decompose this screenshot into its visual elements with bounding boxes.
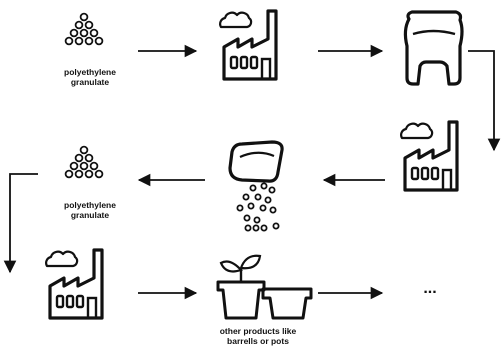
shredder-icon [228,140,284,232]
arrow-down-right [468,50,501,152]
plant-pot-icon [216,254,266,320]
factory-icon-bottom [44,248,104,320]
plastic-barrel-icon [403,10,464,86]
arrow-left-down [3,173,38,274]
granulate-label-top: polyethylene granulate [64,67,116,87]
factory-icon-right [399,120,459,192]
empty-pot-icon [261,287,313,320]
granulate-label-middle: polyethylene granulate [64,200,116,220]
granulate-icon-middle [64,145,104,179]
products-label: other products like barrells or pots [219,326,297,346]
continuation-ellipsis: ... [423,280,437,297]
factory-icon-top [218,9,278,81]
granulate-icon-top [64,12,104,46]
